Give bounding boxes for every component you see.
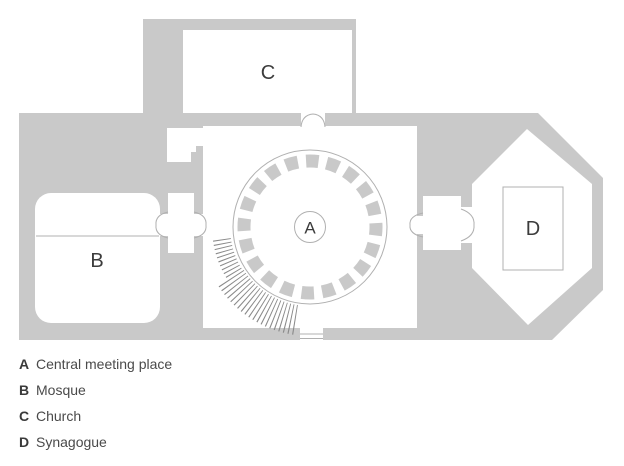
south-entrance-gap — [300, 327, 323, 344]
legend-item-c: C Church — [19, 408, 172, 425]
column-ring — [237, 154, 383, 300]
annex-pillar — [191, 152, 200, 162]
center-circle — [294, 211, 326, 243]
annex-wall-stub — [196, 146, 203, 162]
synagogue-door-arcs — [409, 208, 475, 242]
hatch-fan-lower — [218, 269, 301, 336]
legend-item-a: A Central meeting place — [19, 356, 172, 373]
vestibule-left — [158, 193, 204, 253]
annex-door-gap — [199, 128, 204, 146]
legend-key: C — [19, 408, 30, 424]
room-d-label: D — [526, 218, 540, 240]
thin-details — [36, 113, 564, 339]
legend-label: Church — [36, 408, 82, 424]
mosque-door-arcs — [155, 211, 207, 239]
floor-plan: A B C D — [19, 19, 603, 344]
legend-key: B — [19, 382, 30, 398]
church-door-gap — [301, 113, 325, 127]
legend-key: D — [19, 434, 30, 450]
hatch-fan — [212, 237, 301, 336]
legend-label: Mosque — [36, 382, 86, 398]
legend-label: Central meeting place — [36, 356, 173, 372]
church-door-arcs — [300, 113, 326, 128]
hall-ring-outline — [232, 149, 388, 305]
legend-item-b: B Mosque — [19, 382, 172, 399]
room-mosque — [35, 193, 160, 323]
room-a-label: A — [304, 219, 316, 238]
legend: A Central meeting place B Mosque C Churc… — [19, 356, 172, 460]
room-c-label: C — [261, 62, 275, 84]
legend-item-d: D Synagogue — [19, 434, 172, 451]
room-church — [183, 30, 352, 113]
legend-key: A — [19, 356, 30, 372]
legend-label: Synagogue — [36, 434, 107, 450]
room-b-label: B — [90, 250, 103, 272]
room-synagogue-hall — [472, 129, 592, 325]
synagogue-inner-room — [502, 186, 564, 271]
vestibule-right — [411, 196, 474, 250]
